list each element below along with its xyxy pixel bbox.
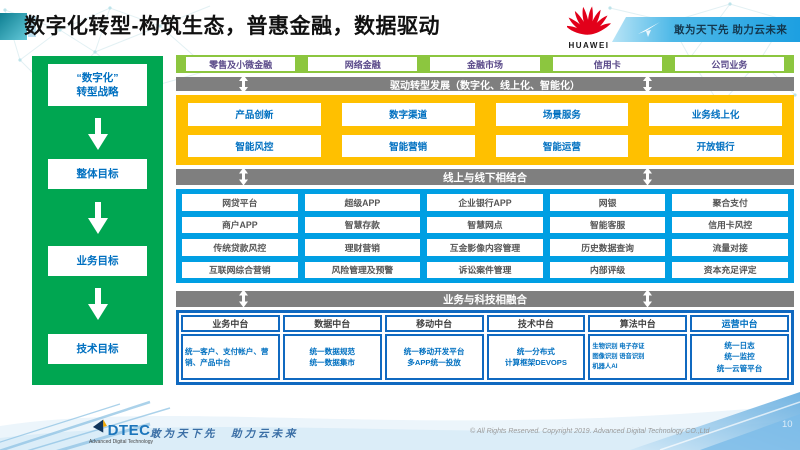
application-item: 商户APP: [182, 216, 298, 233]
platform-header: 算法中台: [588, 315, 688, 332]
application-item: 智能客服: [549, 216, 666, 233]
capability-item: 智能风控: [188, 134, 321, 157]
banner-label: 驱动转型发展（数字化、线上化、智能化）: [390, 80, 580, 92]
business-line-item: 金融市场: [430, 57, 540, 71]
copyright-text: © All Rights Reserved. Copyright 2019. A…: [470, 428, 710, 435]
updown-arrow-icon: [643, 75, 652, 96]
platform-detail: 统一数据规范 统一数据集市: [282, 334, 382, 380]
application-item: 企业银行APP: [427, 194, 543, 211]
platform-detail: 统一移动开发平台 多APP统一投放: [384, 334, 484, 380]
page-number: 10: [782, 419, 793, 430]
application-item: 网银: [549, 194, 666, 211]
business-line-item: 网络金融: [308, 57, 418, 71]
platform-header: 运营中台: [690, 315, 789, 332]
platform-detail: 统一日志 统一监控 统一云管平台: [690, 334, 789, 380]
capability-grid: 产品创新 数字渠道 场景服务 业务线上化 智能风控 智能营销 智能运营 开放银行: [176, 95, 794, 165]
application-item: 流量对接: [672, 239, 788, 256]
capability-item: 数字渠道: [341, 103, 475, 126]
application-item: 聚合支付: [672, 194, 788, 211]
application-item: 风险管理及预警: [304, 261, 421, 278]
huawei-brand: HUAWEI: [568, 41, 610, 50]
application-item: 理财营销: [304, 239, 421, 256]
application-item: 内部评级: [549, 261, 666, 278]
strategy-panel: “数字化” 转型战略 整体目标 业务目标 技术目标: [32, 56, 163, 385]
platform-detail: 生物识别 电子存证 图像识别 语音识别 机器人AI: [588, 334, 688, 380]
banner-drive-transform: 驱动转型发展（数字化、线上化、智能化）: [176, 75, 794, 93]
capability-item: 开放银行: [649, 134, 782, 157]
business-line-item: 公司业务: [674, 57, 784, 71]
platform-column-data: 数据中台 统一数据规范 统一数据集市: [282, 315, 382, 380]
updown-arrow-icon: [239, 75, 248, 96]
footer-slogan: 敢为天下先 助力云未来: [150, 428, 299, 440]
capability-item: 产品创新: [188, 103, 321, 126]
strategy-box-digital: “数字化” 转型战略: [48, 64, 147, 106]
application-item: 互联网综合营销: [182, 261, 298, 278]
adtec-logo-icon: [92, 419, 107, 438]
strategy-box-tech: 技术目标: [48, 334, 147, 364]
capability-item: 场景服务: [495, 103, 629, 126]
huawei-logo: HUAWEI: [562, 3, 616, 50]
banner-label: 线上与线下相结合: [443, 171, 527, 184]
application-item: 资本充足评定: [672, 261, 788, 278]
platform-column-mobile: 移动中台 统一移动开发平台 多APP统一投放: [384, 315, 484, 380]
down-arrow-icon: [87, 288, 109, 325]
application-item: 传统贷款风控: [182, 239, 298, 256]
business-line-item: 零售及小微金融: [186, 57, 296, 71]
updown-arrow-icon: [643, 167, 652, 189]
application-item: 信用卡风控: [672, 216, 788, 233]
application-item: 历史数据查询: [549, 239, 666, 256]
platform-column-business: 业务中台 统一客户、支付帐户、营销、产品中台: [181, 315, 280, 380]
updown-arrow-icon: [239, 167, 248, 189]
platform-column-algorithm: 算法中台 生物识别 电子存证 图像识别 语音识别 机器人AI: [588, 315, 688, 380]
application-item: 互金影像内容管理: [427, 239, 543, 256]
application-item: 智慧网点: [427, 216, 543, 233]
application-item: 智慧存款: [304, 216, 421, 233]
application-item: 超级APP: [304, 194, 421, 211]
banner-tech-fusion: 业务与科技相融合: [176, 289, 794, 308]
application-grid: 网贷平台 超级APP 企业银行APP 网银 聚合支付 商户APP 智慧存款 智慧…: [176, 189, 794, 283]
down-arrow-icon: [87, 202, 109, 239]
page-title: 数字化转型-构筑生态，普惠金融，数据驱动: [24, 15, 440, 38]
banner-label: 业务与科技相融合: [443, 293, 527, 306]
platform-detail: 统一客户、支付帐户、营销、产品中台: [181, 334, 280, 380]
business-lines-row: 零售及小微金融 网络金融 金融市场 信用卡 公司业务: [176, 55, 794, 73]
strategy-box-overall: 整体目标: [48, 159, 147, 189]
title-accent-square: [0, 13, 27, 40]
platform-detail: 统一分布式 计算框架DEVOPS: [486, 334, 586, 380]
huawei-flower-icon: [565, 6, 612, 35]
strategy-box-business: 业务目标: [48, 246, 147, 276]
platform-column-operation: 运营中台 统一日志 统一监控 统一云管平台: [690, 315, 789, 380]
updown-arrow-icon: [239, 289, 248, 311]
platform-header: 数据中台: [282, 315, 382, 332]
platform-header: 移动中台: [384, 315, 484, 332]
ribbon-slogan: 敢为天下先 助力云未来: [674, 24, 788, 36]
platform-column-tech: 技术中台 统一分布式 计算框架DEVOPS: [486, 315, 586, 380]
banner-online-offline: 线上与线下相结合: [176, 167, 794, 186]
header-ribbon: 敢为天下先 助力云未来: [612, 17, 800, 42]
adtec-logo-subtext: Advanced Digital Technology: [88, 439, 154, 445]
application-item: 诉讼案件管理: [427, 261, 543, 278]
adtec-logo-text: DTEC: [107, 422, 151, 439]
capability-item: 智能运营: [495, 134, 629, 157]
adtec-logo: DTEC Advanced Digital Technology: [86, 419, 156, 445]
capability-item: 业务线上化: [649, 103, 782, 126]
application-item: 网贷平台: [182, 194, 298, 211]
paper-plane-icon: [638, 22, 660, 37]
platform-header: 技术中台: [486, 315, 586, 332]
business-line-item: 信用卡: [552, 57, 662, 71]
down-arrow-icon: [87, 118, 109, 155]
platform-header: 业务中台: [181, 315, 280, 332]
capability-item: 智能营销: [341, 134, 475, 157]
platforms-section: 业务中台 统一客户、支付帐户、营销、产品中台 数据中台 统一数据规范 统一数据集…: [176, 310, 794, 385]
updown-arrow-icon: [643, 289, 652, 311]
